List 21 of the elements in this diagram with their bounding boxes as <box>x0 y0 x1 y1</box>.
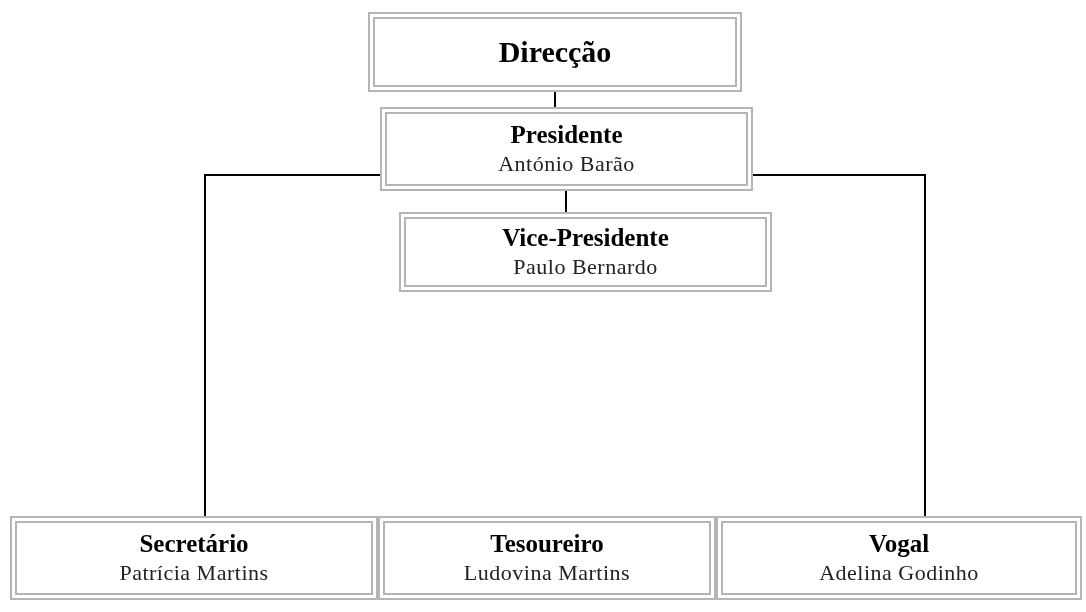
org-box <box>716 516 1082 600</box>
org-box <box>10 516 378 600</box>
connector-line <box>204 174 381 517</box>
person-name: Patrícia Martins <box>119 559 269 587</box>
role-title: Vice-Presidente <box>502 223 669 254</box>
org-box <box>399 212 772 292</box>
role-title: Vogal <box>868 529 930 560</box>
role-title: Tesoureiro <box>490 529 604 560</box>
person-name: Ludovina Martins <box>463 559 631 587</box>
org-box <box>378 516 716 600</box>
role-title: Direcção <box>498 34 612 70</box>
role-title: Secretário <box>139 529 249 560</box>
role-title: Presidente <box>510 120 623 151</box>
person-name: Paulo Bernardo <box>513 253 658 281</box>
org-box <box>368 12 742 92</box>
connector-line <box>565 190 567 213</box>
person-name: Adelina Godinho <box>819 559 979 587</box>
org-box <box>380 107 753 191</box>
connector-line <box>752 174 926 517</box>
connector-line <box>554 91 556 108</box>
person-name: António Barão <box>498 150 635 178</box>
